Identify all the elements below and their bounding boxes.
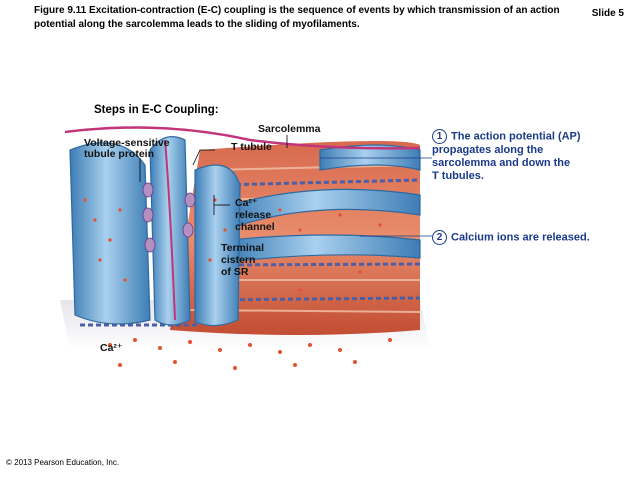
slide-number: Slide 5	[591, 8, 624, 19]
annotation-pointers	[320, 157, 432, 237]
label-terminal-2: cistern	[221, 254, 256, 266]
label-terminal-1: Terminal	[221, 242, 264, 254]
step-1-annotation: 1 The action potential (AP) propagates al…	[432, 129, 632, 183]
step-1-line-4: T tubules.	[432, 170, 484, 182]
section-title: Steps in E-C Coupling:	[94, 104, 219, 116]
copyright-notice: © 2013 Pearson Education, Inc.	[6, 458, 120, 467]
sarcolemma-membrane	[64, 126, 421, 150]
step-2-number: 2	[432, 230, 447, 245]
label-tubule-protein: tubule protein	[84, 148, 154, 160]
left-cistern	[69, 142, 151, 325]
voltage-sensors	[142, 182, 196, 253]
label-voltage-sensitive: Voltage-sensitive	[84, 137, 170, 149]
step-1-line-1: The action potential (AP)	[451, 130, 581, 143]
label-t-tubule: T tubule	[231, 141, 272, 153]
step-1-line-3: sarcolemma and down the	[432, 157, 571, 169]
step-1-line-2: propagates along the	[432, 144, 544, 156]
sarcoplasmic-reticulum	[229, 144, 421, 263]
leader-lines	[139, 135, 288, 215]
step-2-line-1: Calcium ions are released.	[451, 231, 590, 244]
calcium-ion-dots	[83, 198, 392, 370]
label-ca-ion: Ca²⁺	[100, 342, 123, 354]
t-tubules	[69, 136, 241, 327]
figure-caption: Figure 9.11 Excitation-contraction (E-C)…	[34, 5, 560, 30]
step-1-number: 1	[432, 129, 447, 144]
label-sarcolemma: Sarcolemma	[258, 123, 321, 135]
label-ca-release-2: release	[235, 209, 272, 221]
label-ca-release-3: channel	[235, 221, 275, 233]
label-ca-release-1: Ca²⁺	[235, 197, 258, 209]
label-terminal-3: of SR	[221, 266, 249, 278]
step-2-annotation: 2 Calcium ions are released.	[432, 230, 632, 245]
